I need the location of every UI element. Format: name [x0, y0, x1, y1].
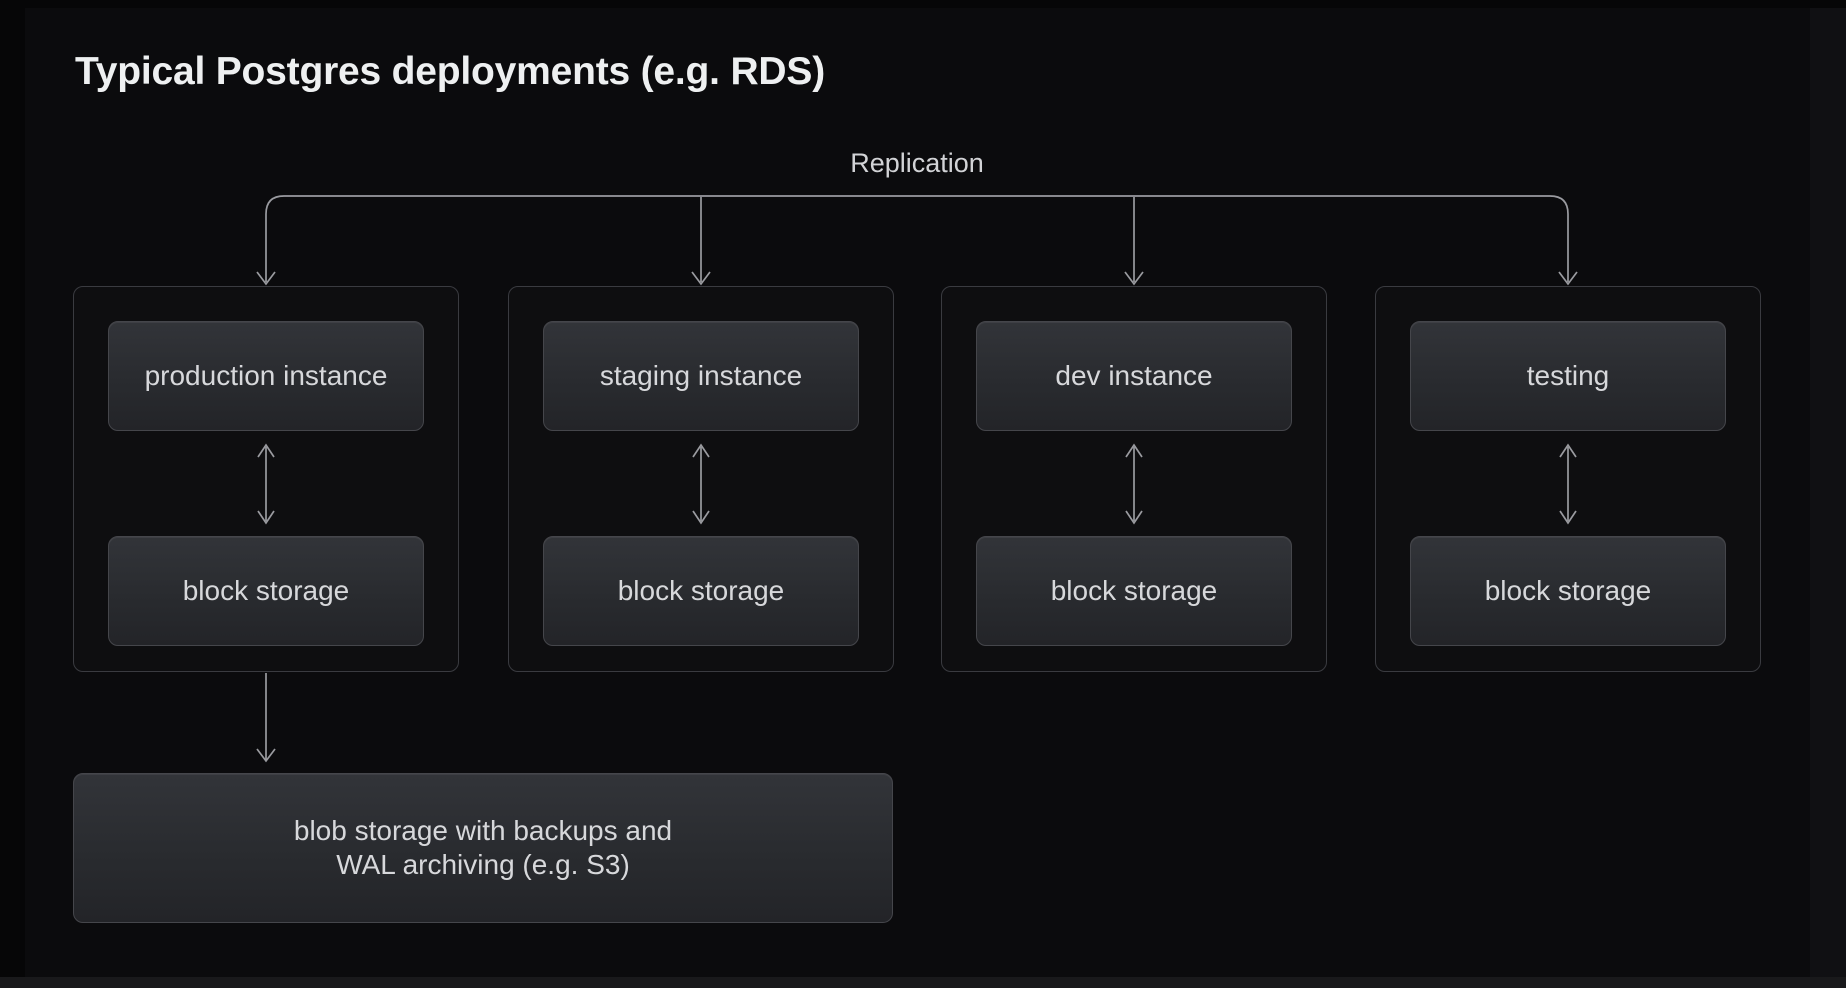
node-block-storage-4: block storage [1410, 536, 1726, 646]
node-staging-instance: staging instance [543, 321, 859, 431]
node-block-storage-2: block storage [543, 536, 859, 646]
node-blob-storage: blob storage with backups and WAL archiv… [73, 773, 893, 923]
blob-storage-line2: WAL archiving (e.g. S3) [336, 849, 630, 880]
node-block-storage-3: block storage [976, 536, 1292, 646]
deployment-group-staging: staging instance block storage [508, 286, 894, 672]
node-block-storage-1: block storage [108, 536, 424, 646]
blob-storage-line1: blob storage with backups and [293, 815, 673, 846]
page-title: Typical Postgres deployments (e.g. RDS) [75, 50, 825, 93]
node-testing-instance: testing [1410, 321, 1726, 431]
deployment-group-dev: dev instance block storage [941, 286, 1327, 672]
deployment-group-production: production instance block storage [73, 286, 459, 672]
bottom-edge-strip [0, 977, 1846, 988]
replication-label: Replication [850, 148, 984, 178]
deployment-group-testing: testing block storage [1375, 286, 1761, 672]
node-production-instance: production instance [108, 321, 424, 431]
node-dev-instance: dev instance [976, 321, 1292, 431]
right-margin-strip [1810, 8, 1846, 977]
